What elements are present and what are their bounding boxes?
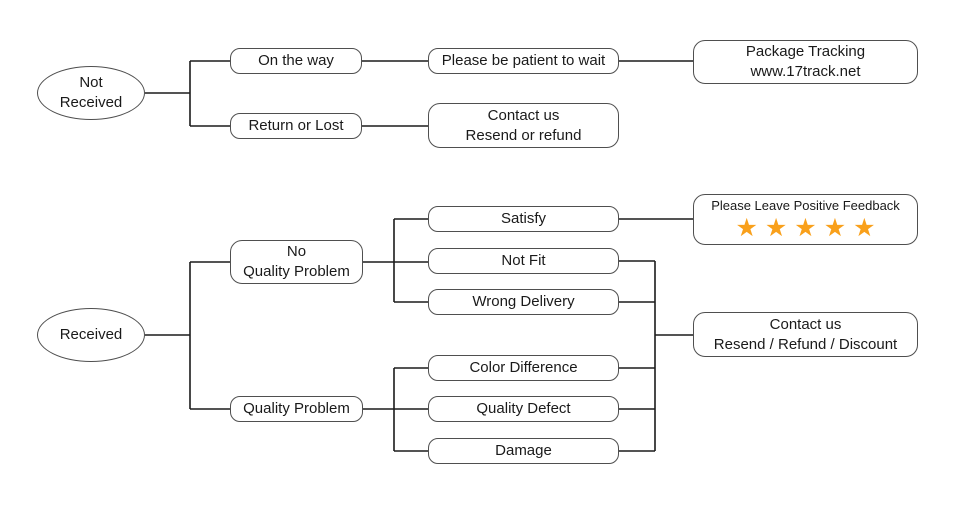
- node-not-fit-label: Not Fit: [501, 252, 546, 270]
- node-wrong-delivery-label: Wrong Delivery: [472, 293, 575, 311]
- node-package-tracking-label: Package Tracking: [745, 43, 866, 61]
- node-color-difference-label: Color Difference: [469, 359, 578, 377]
- node-contact-discount-line1: Contact us: [769, 315, 842, 333]
- node-color-difference: Color Difference: [428, 355, 619, 381]
- node-on-the-way-label: On the way: [258, 52, 334, 70]
- node-received-label: Received: [59, 326, 123, 344]
- node-please-be-patient-label: Please be patient to wait: [441, 52, 606, 70]
- node-damage: Damage: [428, 438, 619, 464]
- node-package-tracking-url: www.17track.net: [750, 63, 861, 80]
- node-quality-defect: Quality Defect: [428, 396, 619, 422]
- node-not-received-label-line1: Not: [79, 74, 103, 92]
- node-damage-label: Damage: [495, 442, 552, 460]
- node-not-fit: Not Fit: [428, 248, 619, 274]
- node-wrong-delivery: Wrong Delivery: [428, 289, 619, 315]
- node-no-quality-problem: No Quality Problem: [230, 240, 363, 284]
- node-satisfy: Satisfy: [428, 206, 619, 232]
- node-quality-problem-label: Quality Problem: [243, 400, 350, 418]
- node-received: Received: [37, 308, 145, 362]
- node-satisfy-label: Satisfy: [500, 210, 546, 228]
- node-not-received: Not Received: [37, 66, 145, 120]
- node-contact-resend-refund-line1: Contact us: [487, 106, 560, 124]
- node-contact-discount-line2: Resend / Refund / Discount: [713, 335, 898, 353]
- node-contact-resend-refund-line2: Resend or refund: [465, 126, 582, 144]
- node-no-quality-problem-line1: No: [286, 243, 307, 261]
- node-positive-feedback-label: Please Leave Positive Feedback: [711, 198, 900, 214]
- node-please-be-patient: Please be patient to wait: [428, 48, 619, 74]
- node-not-received-label-line2: Received: [59, 94, 123, 111]
- node-contact-resend-refund: Contact us Resend or refund: [428, 103, 619, 148]
- node-contact-resend-refund-discount: Contact us Resend / Refund / Discount: [693, 312, 918, 357]
- node-no-quality-problem-line2: Quality Problem: [243, 263, 350, 280]
- node-package-tracking: Package Tracking www.17track.net: [693, 40, 918, 84]
- node-quality-problem: Quality Problem: [230, 396, 363, 422]
- node-quality-defect-label: Quality Defect: [476, 400, 571, 418]
- node-on-the-way: On the way: [230, 48, 362, 74]
- node-positive-feedback: Please Leave Positive Feedback ★★★★★: [693, 194, 918, 245]
- star-rating-icons: ★★★★★: [735, 213, 883, 242]
- node-return-or-lost: Return or Lost: [230, 113, 362, 139]
- node-return-or-lost-label: Return or Lost: [248, 117, 344, 135]
